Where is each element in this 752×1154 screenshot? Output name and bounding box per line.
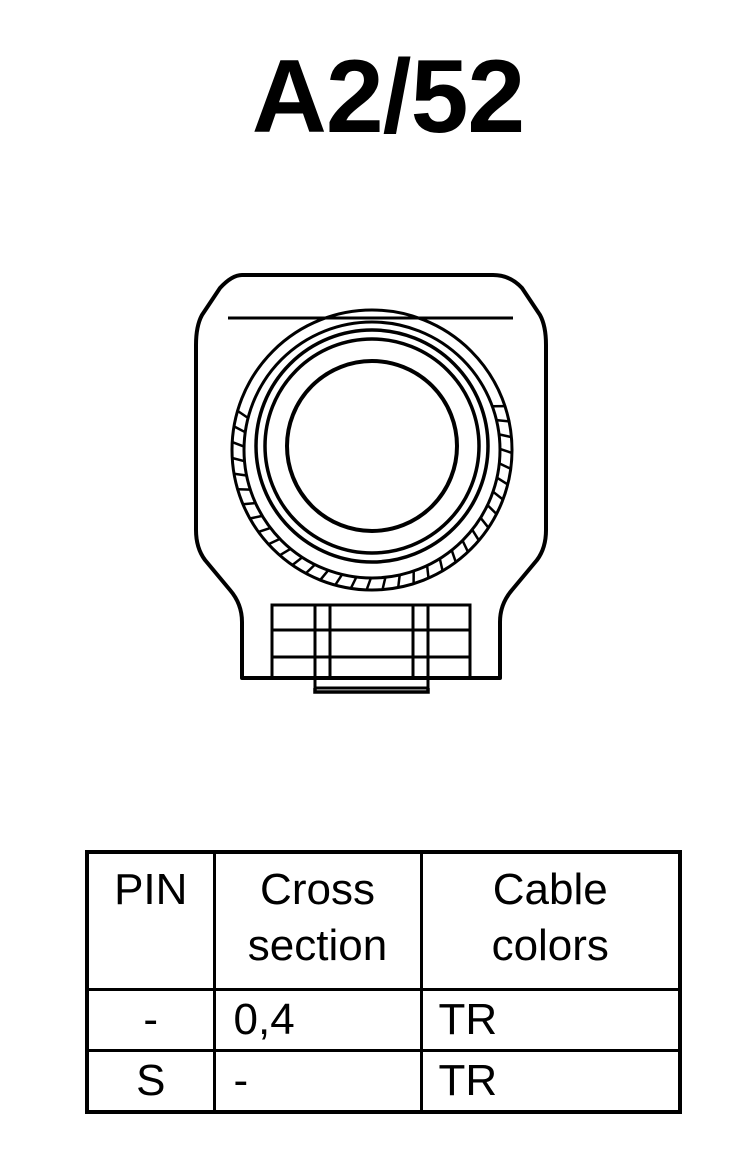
cable-color-cell: TR bbox=[419, 988, 682, 1052]
knurled-ring bbox=[230, 308, 514, 592]
knurl-tick bbox=[471, 529, 480, 542]
cross-section-cell: 0,4 bbox=[212, 988, 423, 1052]
table-row: - 0,4 TR bbox=[85, 988, 682, 1052]
cable-exit-block bbox=[270, 603, 472, 694]
knurl-tick bbox=[291, 556, 304, 567]
pin-cell: S bbox=[85, 1049, 216, 1114]
connector-drawing bbox=[194, 273, 548, 694]
knurl-tick bbox=[450, 549, 457, 563]
knurl-tick bbox=[249, 514, 263, 520]
cable-color-cell: TR bbox=[419, 1049, 682, 1114]
knurl-tick bbox=[233, 472, 247, 477]
connector-title: A2/52 bbox=[251, 39, 526, 155]
knurl-tick bbox=[279, 547, 292, 557]
header-pin: PIN bbox=[85, 850, 216, 991]
cross-section-cell: - bbox=[212, 1049, 423, 1114]
knurl-tick bbox=[396, 574, 401, 588]
knurl-tick bbox=[461, 539, 470, 553]
pin-cell: - bbox=[85, 988, 216, 1052]
coupling-ring-outer bbox=[254, 328, 490, 564]
knurl-tick bbox=[498, 433, 512, 439]
knurl-tick bbox=[498, 462, 512, 470]
knurl-tick bbox=[479, 517, 490, 529]
knurl-tick bbox=[236, 409, 249, 420]
knurl-tick bbox=[304, 563, 316, 575]
table-header-row: PIN Cross section Cable colors bbox=[85, 850, 682, 991]
knurl-tick bbox=[334, 573, 344, 586]
knurl-tick bbox=[233, 425, 246, 434]
knurl-tick bbox=[496, 418, 510, 423]
knurl-tick bbox=[258, 526, 271, 534]
knurl-tick bbox=[499, 447, 513, 455]
knurl-tick bbox=[349, 576, 358, 589]
header-cross-section: Cross section bbox=[212, 850, 423, 991]
knurl-tick bbox=[425, 565, 430, 579]
knurl-tick bbox=[492, 490, 504, 501]
knurl-tick bbox=[496, 476, 509, 486]
knurl-tick bbox=[231, 440, 245, 448]
knurl-tick bbox=[486, 504, 498, 515]
knurl-tick bbox=[267, 537, 281, 546]
pin-table: PIN Cross section Cable colors - 0,4 TR … bbox=[85, 850, 682, 1114]
knurl-tick bbox=[231, 456, 245, 463]
knurl-tick bbox=[242, 501, 256, 506]
knurl-tick bbox=[319, 569, 330, 581]
connector-housing-outline bbox=[194, 273, 548, 680]
knurl-tick bbox=[381, 577, 387, 590]
coupling-ring-inner bbox=[263, 337, 481, 555]
knurl-tick bbox=[438, 558, 444, 572]
header-cable-colors: Cable colors bbox=[419, 850, 682, 991]
table-row: S - TR bbox=[85, 1049, 682, 1114]
knurl-tick bbox=[365, 577, 373, 591]
connector-socket bbox=[285, 359, 459, 533]
